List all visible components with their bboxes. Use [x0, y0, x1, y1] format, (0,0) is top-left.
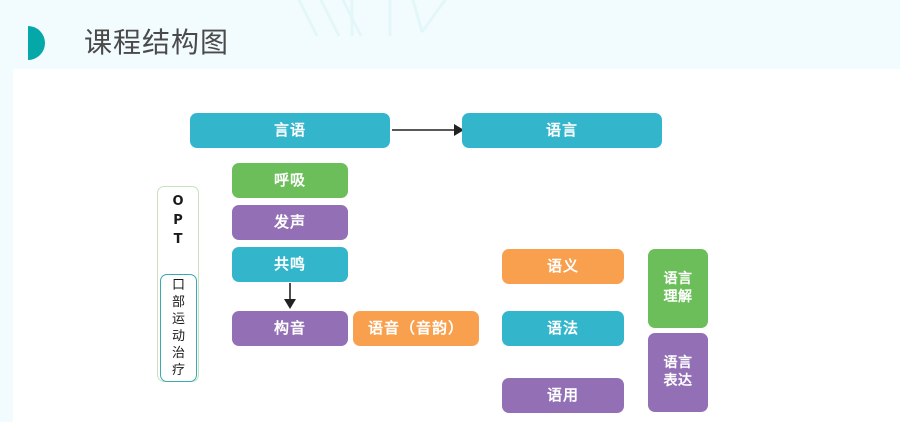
box-label: 语用 — [546, 386, 579, 405]
oral-char-2: 运 — [171, 312, 185, 327]
box-label: 语法 — [546, 319, 579, 338]
arrow-right-icon — [392, 124, 464, 136]
box-semantics[interactable]: 语义 — [502, 249, 624, 284]
box-label: 构音 — [273, 319, 306, 338]
box-label: 语义 — [546, 257, 579, 276]
opt-acronym: O P T — [157, 192, 199, 249]
header-band — [0, 0, 900, 69]
box-label-line1: 语言 — [663, 355, 693, 371]
oral-char-5: 疗 — [171, 363, 185, 378]
box-label-line2: 表达 — [663, 372, 693, 389]
box-phonology[interactable]: 语音（音韵） — [353, 311, 479, 346]
title-accent-marker — [28, 26, 45, 60]
page-title: 课程结构图 — [84, 26, 230, 59]
box-breathing[interactable]: 呼吸 — [232, 163, 348, 198]
box-pragmatics[interactable]: 语用 — [502, 378, 624, 413]
box-language-target[interactable]: 语言 — [462, 113, 662, 148]
box-label: 发声 — [273, 213, 306, 232]
box-label: 语音（音韵） — [367, 319, 464, 338]
box-grammar[interactable]: 语法 — [502, 311, 624, 346]
box-language-comprehension[interactable]: 语言 理解 — [648, 249, 708, 328]
box-label-line2: 理解 — [663, 288, 693, 305]
opt-letter-t: T — [173, 232, 183, 247]
box-label: 言语 — [273, 121, 306, 140]
box-label: 共鸣 — [273, 255, 306, 274]
oral-char-3: 动 — [171, 329, 185, 344]
box-label-line1: 语言 — [663, 271, 693, 287]
left-edge-strip — [0, 0, 13, 422]
box-speech-source[interactable]: 言语 — [190, 113, 390, 148]
oral-char-1: 部 — [171, 295, 185, 310]
opt-letter-o: O — [172, 194, 184, 209]
oral-char-4: 治 — [171, 346, 185, 361]
box-language-expression[interactable]: 语言 表达 — [648, 333, 708, 412]
box-label: 语言 — [545, 121, 578, 140]
oral-motor-therapy-label: 口 部 运 动 治 疗 — [160, 277, 197, 379]
box-articulation[interactable]: 构音 — [232, 311, 348, 346]
arrow-down-icon — [284, 283, 296, 309]
opt-letter-p: P — [173, 213, 183, 228]
oral-motor-frame — [160, 274, 197, 382]
box-phonation[interactable]: 发声 — [232, 205, 348, 240]
oral-char-0: 口 — [171, 278, 185, 293]
box-resonance[interactable]: 共鸣 — [232, 247, 348, 282]
box-label: 呼吸 — [273, 171, 306, 190]
